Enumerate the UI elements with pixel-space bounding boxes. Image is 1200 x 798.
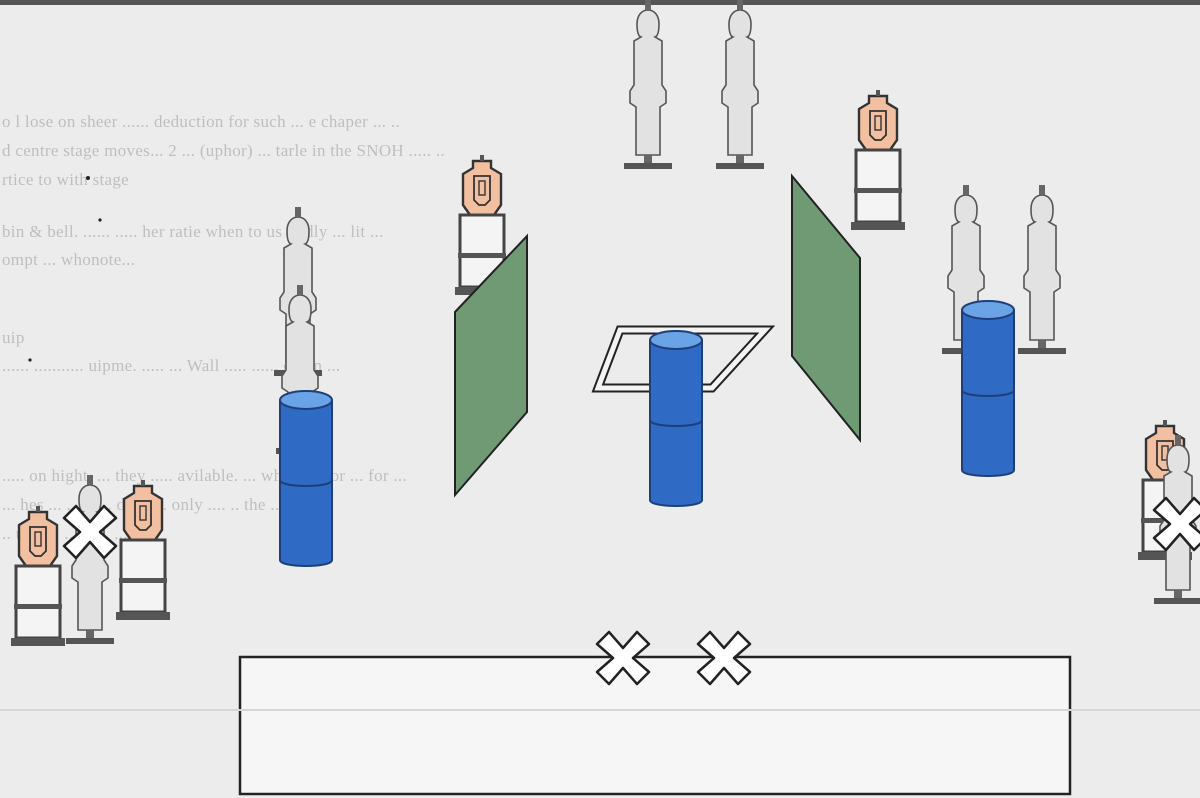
shoot-target [9,504,67,648]
top-border [0,0,1200,5]
no-shoot-target [1017,184,1067,355]
wall [454,233,528,498]
shooting-box [238,655,1072,796]
dot-mark [98,218,102,222]
bleed-text: uip [2,328,25,347]
barrel [961,300,1015,477]
barrel [649,330,703,507]
bleed-text: ...... ........... uipme. ..... ... Wall… [2,356,341,375]
dot-mark [86,176,90,180]
dot-mark [28,358,32,362]
shoot-target [114,478,172,622]
no-shoot-target [715,0,765,170]
no-shoot-target [65,474,115,645]
bleed-text: rtice to with stage [2,170,130,189]
bleed-text: d centre stage moves... 2 ... (uphor) ..… [2,141,445,160]
table-frame [591,325,776,393]
shoot-target [849,88,907,232]
no-shoot-target [623,0,673,170]
wall [791,173,861,443]
barrel [279,390,333,567]
bleed-text: o l lose on sheer ...... deduction for s… [2,112,400,131]
bleed-text: ompt ... whonote... [2,250,136,269]
